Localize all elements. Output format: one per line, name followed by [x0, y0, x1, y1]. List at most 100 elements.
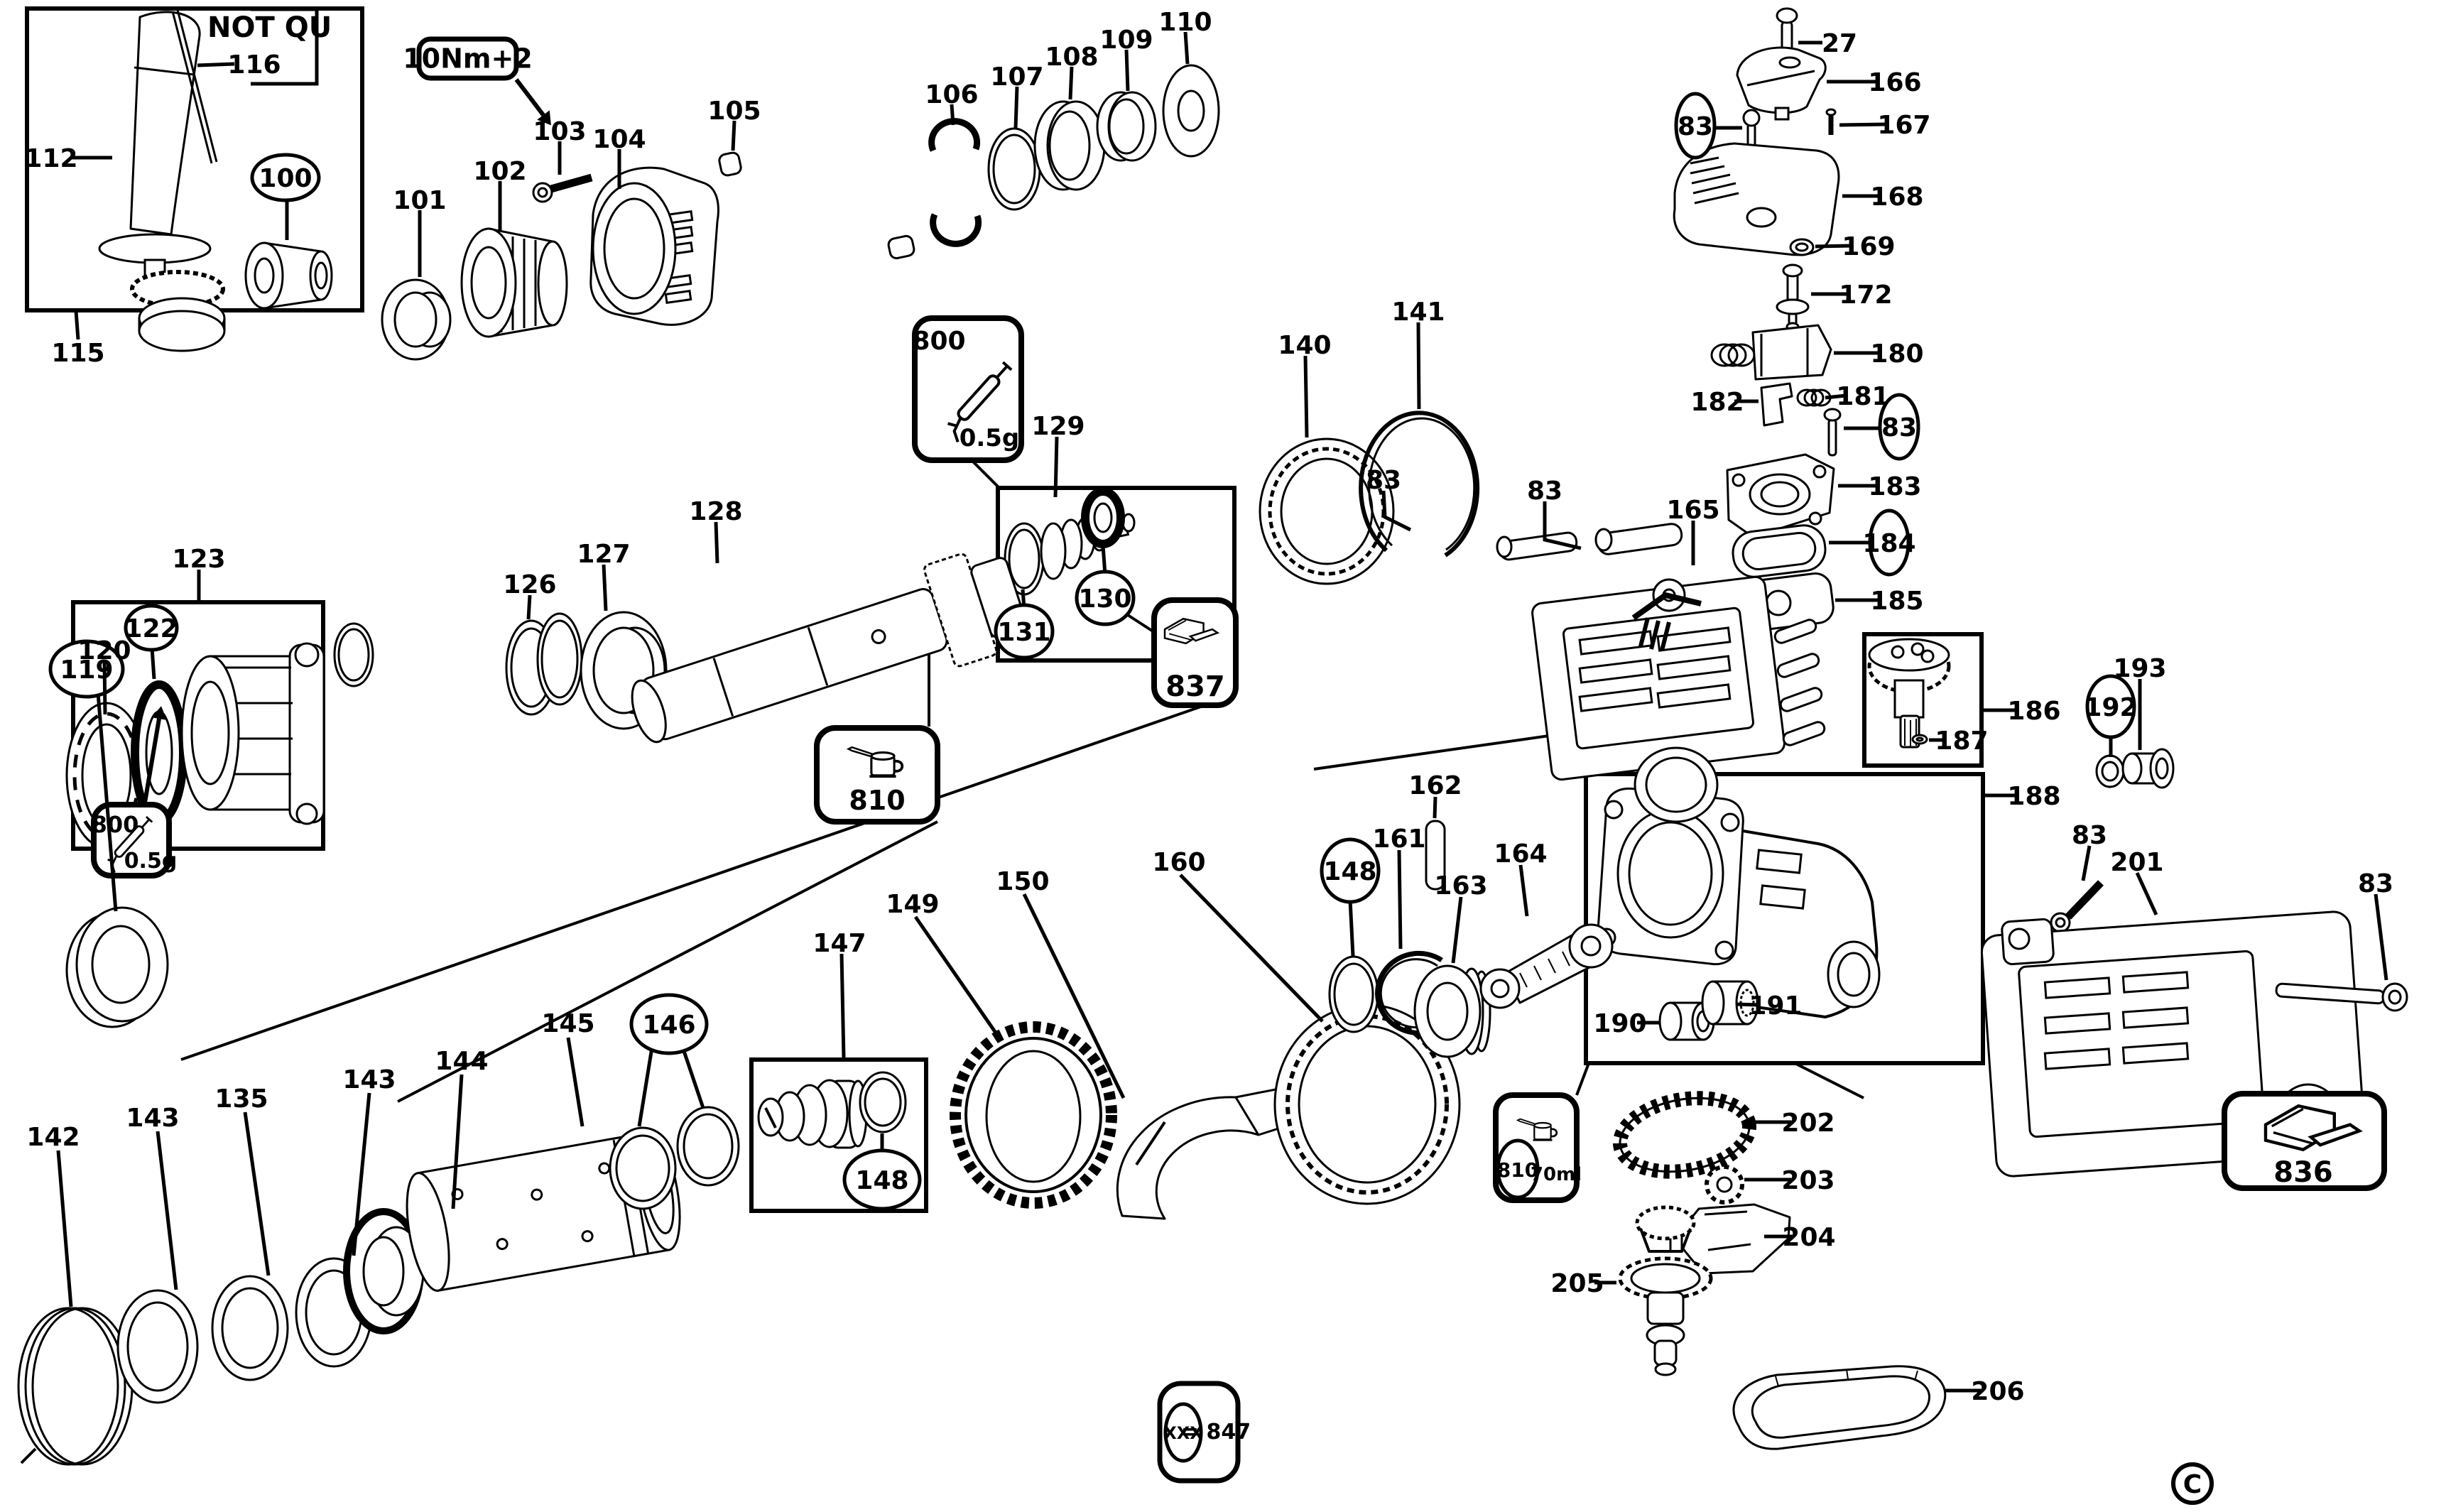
callout-116-1: 116 [197, 50, 281, 80]
leader-line [1101, 545, 1107, 575]
guide-204-shape [1704, 1210, 1748, 1216]
selector-180-shape [1710, 343, 1739, 367]
ring-146b-shape [683, 1113, 734, 1180]
ring-143a-shape [126, 1301, 189, 1392]
kit_837-num: 837 [1165, 670, 1225, 703]
gear-186-shape [1868, 638, 1950, 672]
washer-110-shape [1177, 89, 1205, 132]
torque-text: 10Nm+2 [403, 43, 533, 75]
part-washer-119 [65, 906, 169, 1028]
callout-149-62: 149 [886, 890, 1001, 1038]
belt-206-shape [1846, 1369, 1849, 1380]
part-number-83: 83 [1881, 413, 1917, 442]
motor-housing-201-shape [2043, 1012, 2111, 1035]
part-sprocket-203 [1705, 1165, 1744, 1204]
callout-191-34: 191 [1735, 991, 1803, 1021]
callout-108-11: 108 [1045, 43, 1099, 100]
gear-assy-205-shape [1646, 1291, 1685, 1325]
part-number-143: 143 [342, 1065, 396, 1094]
top-cover-168-shape [1690, 156, 1719, 165]
callout-148-61: 148 [842, 1133, 922, 1211]
valve-172-shape [1776, 298, 1810, 315]
part-number-147: 147 [812, 929, 866, 958]
callout-143-54: 143 [126, 1104, 180, 1290]
cap-183-shape [1760, 481, 1800, 508]
arrow-head [537, 110, 551, 126]
gear-assy-205-shape [1639, 1228, 1692, 1253]
part-pin-83e1 [1496, 531, 1578, 561]
part-number-130: 130 [1078, 584, 1131, 614]
callout-148-65: 148 [1320, 837, 1381, 957]
screw-167-shape [1825, 108, 1837, 116]
leader-line [950, 104, 955, 126]
part-number-168: 168 [1870, 183, 1923, 212]
callout-164-69: 164 [1494, 839, 1548, 917]
part-number-105: 105 [707, 97, 761, 126]
callout-100-3: 100 [250, 153, 321, 240]
part-pin-83e2 [1594, 523, 1683, 555]
gearcase-188-shape [1714, 940, 1734, 960]
leader-line [1839, 122, 1888, 127]
ring-135-shape [221, 1287, 279, 1369]
gear-assy-205-shape [1654, 1362, 1677, 1376]
part-number-206: 206 [1971, 1377, 2024, 1406]
conrod-164-shape [1548, 958, 1556, 974]
xxx-ellipse [1163, 1402, 1203, 1463]
part-number-122: 122 [124, 614, 178, 643]
part-chain-202 [1612, 1091, 1757, 1179]
part-top-cover-168 [1673, 142, 1840, 256]
callout-181-22: 181 [1825, 382, 1890, 411]
part-number-183: 183 [1868, 472, 1921, 501]
part-number-166: 166 [1868, 68, 1921, 97]
not-qu-bracket [251, 7, 319, 86]
part-ring-135 [211, 1275, 289, 1381]
ring-131-shape [1008, 528, 1040, 589]
callout-122-48: 122 [124, 604, 179, 680]
callout-83-45: 83 [1527, 477, 1582, 550]
leader-line [1416, 322, 1421, 410]
callout-201-36: 201 [2110, 848, 2164, 916]
gear-186-shape [1893, 679, 1925, 719]
callout-180-21: 180 [1834, 339, 1924, 369]
part-number-109: 109 [1099, 26, 1153, 55]
screw-83a-shape [1742, 109, 1761, 127]
part-number-164: 164 [1494, 839, 1547, 869]
bushing-100-shape [254, 257, 275, 294]
mode-knob-166-shape [1778, 56, 1801, 69]
depth-rod-116-shape [176, 9, 218, 163]
callout-188-32: 188 [1984, 782, 2061, 811]
part-bracket-182 [1760, 382, 1793, 427]
leader-line [1179, 874, 1324, 1023]
gearcase-188-shape [1756, 849, 1803, 874]
box-147-striker-assy [749, 1057, 928, 1213]
callout-184-26: 184 [1829, 508, 1916, 577]
cap-183-shape [1732, 473, 1746, 487]
leader-line [1124, 49, 1130, 92]
legend-torque-note: 10Nm+2 [403, 36, 551, 126]
vent-cover-165-shape [1578, 630, 1653, 656]
callout-106-9: 106 [925, 80, 979, 126]
part-side-handle-112 [98, 11, 226, 352]
ring-bearing-160-shape [1298, 1025, 1437, 1184]
part-number-180: 180 [1870, 339, 1923, 369]
callout-166-16: 166 [1827, 68, 1922, 97]
leader-line [102, 660, 107, 715]
leader-line [1068, 66, 1074, 100]
part-screw-83b [1823, 408, 1842, 457]
vent-cover-165-shape [1776, 653, 1820, 678]
belt-206-shape [1914, 1370, 1918, 1381]
legend-kit-837: 837 [1151, 597, 1239, 708]
top-cover-168-shape [1746, 207, 1777, 228]
callout-123-49: 123 [172, 545, 226, 601]
vent-cover-165-shape [1578, 658, 1653, 684]
bracket-182-shape [1760, 382, 1793, 427]
washer-187-shape [1915, 736, 1924, 742]
clip-106b-shape [930, 213, 982, 247]
part-number-160: 160 [1152, 848, 1205, 877]
callout-128-52: 128 [689, 497, 743, 564]
part-belt-206 [1732, 1365, 1947, 1450]
spring-181-shape [1803, 388, 1825, 407]
callout-83-43: 83 [1366, 466, 1412, 532]
legend-kit-836: 836 [2222, 1091, 2387, 1191]
